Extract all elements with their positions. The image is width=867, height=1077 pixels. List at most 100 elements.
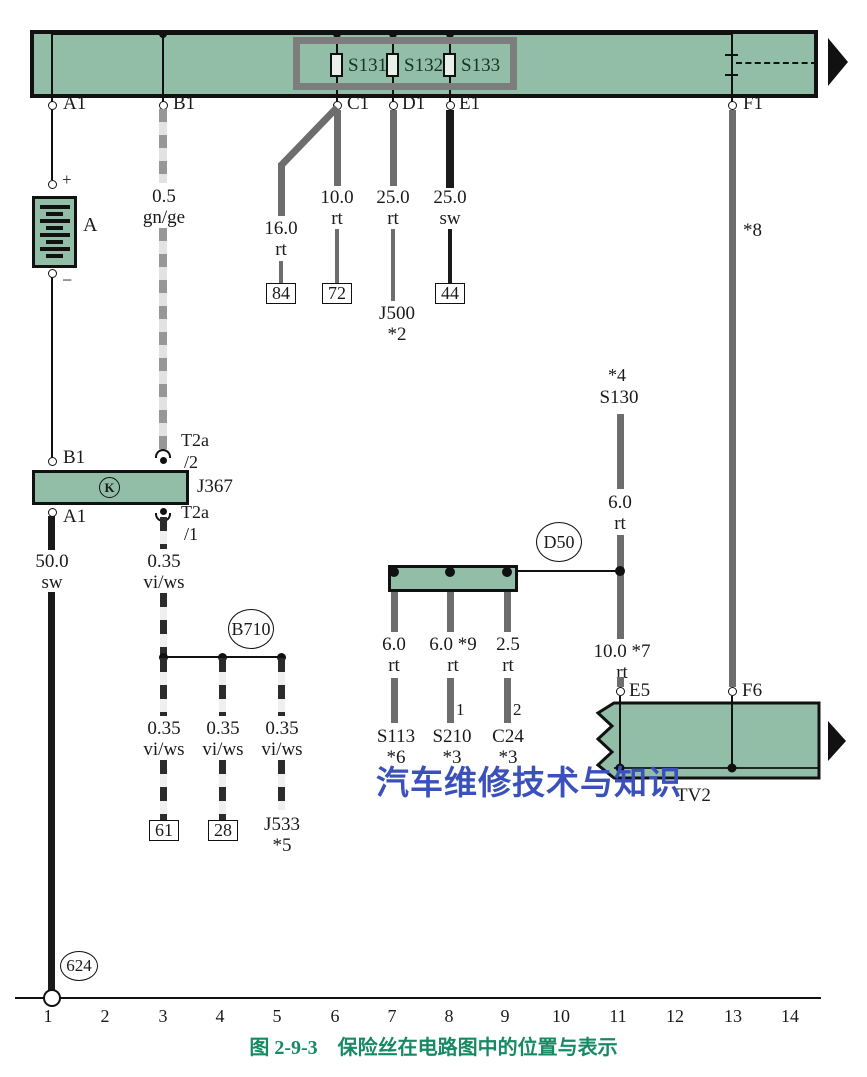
junction-dot bbox=[615, 763, 625, 773]
j367-node-b1 bbox=[48, 457, 57, 466]
ruler-line bbox=[15, 997, 821, 999]
connector-arc-t2a2 bbox=[155, 449, 171, 458]
terminal-node-f1 bbox=[728, 101, 737, 110]
junction-dot bbox=[333, 30, 341, 38]
dashed-continuation-line bbox=[736, 62, 817, 64]
wire-gnge bbox=[159, 109, 167, 183]
connector-dot bbox=[160, 508, 167, 515]
wire-viws bbox=[159, 593, 167, 657]
wire-gnge bbox=[159, 228, 167, 452]
ruler-tick: 6 bbox=[330, 1006, 340, 1026]
wire-25rt bbox=[389, 110, 397, 186]
junction-dot bbox=[615, 566, 625, 576]
wire-25sw-thin bbox=[448, 229, 452, 283]
wire-16-diagonal bbox=[278, 105, 340, 169]
drop-b1 bbox=[162, 33, 164, 102]
ruler-tick: 4 bbox=[215, 1006, 225, 1026]
wire-16-thin bbox=[279, 261, 283, 284]
battery-plate bbox=[46, 240, 63, 244]
label-tv2: TV2 bbox=[676, 785, 711, 806]
j367-terminal-a1: A1 bbox=[63, 506, 87, 527]
fuse-label: S133 bbox=[461, 55, 501, 76]
connector-pin-t2a2: /2 bbox=[184, 452, 199, 472]
wire-d2 bbox=[446, 592, 454, 632]
battery-wire bbox=[51, 277, 53, 458]
battery-plate bbox=[40, 233, 70, 237]
junction-dot bbox=[217, 653, 227, 662]
note-s130: *4 bbox=[608, 365, 626, 385]
wire-viws bbox=[277, 760, 285, 810]
ruler-tick: 7 bbox=[387, 1006, 397, 1026]
wire-viws bbox=[159, 658, 167, 716]
battery-plate bbox=[46, 212, 63, 216]
terminal-label-d1: D1 bbox=[402, 93, 426, 114]
terminal-node-e5 bbox=[615, 687, 625, 696]
terminal-label-e1: E1 bbox=[459, 93, 481, 114]
ground-ref-circle: 624 bbox=[60, 951, 98, 981]
junction-dot bbox=[446, 30, 454, 38]
wire-10 bbox=[333, 110, 341, 186]
drop-f1 bbox=[731, 33, 733, 102]
terminal-box-44: 44 bbox=[435, 283, 465, 304]
terminal-label-f6: F6 bbox=[742, 680, 763, 701]
splice-circle-d50: D50 bbox=[536, 522, 582, 562]
wire-sw50 bbox=[48, 592, 55, 990]
fuse-symbol-s132 bbox=[386, 53, 399, 77]
battery-plate bbox=[40, 219, 70, 223]
wire-6rt bbox=[616, 535, 624, 639]
connector-label-t2a1: T2a bbox=[181, 502, 209, 522]
fuse-box bbox=[293, 37, 517, 90]
battery-plus-node bbox=[48, 180, 57, 189]
wire-viws bbox=[159, 760, 167, 820]
ruler-tick: 14 bbox=[781, 1006, 799, 1026]
connector-pin-t2a1: /1 bbox=[184, 524, 199, 544]
wire-viws bbox=[277, 658, 285, 716]
tv2-drop-f6 bbox=[730, 696, 733, 768]
drop-a1 bbox=[51, 33, 53, 102]
junction-dot bbox=[389, 567, 399, 577]
battery-plate bbox=[46, 226, 63, 230]
battery-plate bbox=[40, 205, 70, 209]
note-wire-8: *8 bbox=[743, 220, 762, 241]
wire-8 bbox=[728, 110, 736, 687]
ruler-tick: 11 bbox=[609, 1006, 627, 1026]
wire-sw50 bbox=[48, 516, 55, 550]
ruler-tick: 9 bbox=[500, 1006, 510, 1026]
label-s130: S130 bbox=[599, 387, 639, 408]
wire-d1 bbox=[390, 678, 398, 723]
terminal-node-f6 bbox=[727, 687, 737, 696]
wire-25rt-thin bbox=[391, 229, 395, 301]
dest-label-j533: J533*5 bbox=[264, 814, 300, 856]
watermark-text: 汽车维修技术与知识 bbox=[376, 764, 682, 801]
continuation-arrow-icon bbox=[828, 721, 846, 761]
d50-connector-line bbox=[518, 570, 620, 572]
wire-16 bbox=[277, 163, 285, 216]
dest-label-j500: J500*2 bbox=[379, 303, 415, 345]
terminal-box-28: 28 bbox=[208, 820, 238, 841]
wire-viws bbox=[218, 658, 226, 716]
fuse-label: S131 bbox=[348, 55, 388, 76]
continuation-arrow-icon bbox=[828, 38, 848, 86]
dest-label-s113: S113*6 bbox=[376, 726, 416, 768]
connector-dot bbox=[160, 457, 167, 464]
dest-label-s210: S210*3 bbox=[432, 726, 472, 768]
figure-caption: 图 2-9-3 保险丝在电路图中的位置与表示 bbox=[249, 1037, 618, 1059]
ruler-tick: 5 bbox=[272, 1006, 282, 1026]
wire-10-7-stub bbox=[616, 677, 624, 687]
wire-d1 bbox=[390, 592, 398, 632]
fuse-symbol-s133 bbox=[443, 53, 456, 77]
battery-label: A bbox=[83, 214, 98, 236]
terminal-box-72: 72 bbox=[322, 283, 352, 304]
junction-dot bbox=[159, 30, 167, 38]
terminal-box-61: 61 bbox=[149, 820, 179, 841]
